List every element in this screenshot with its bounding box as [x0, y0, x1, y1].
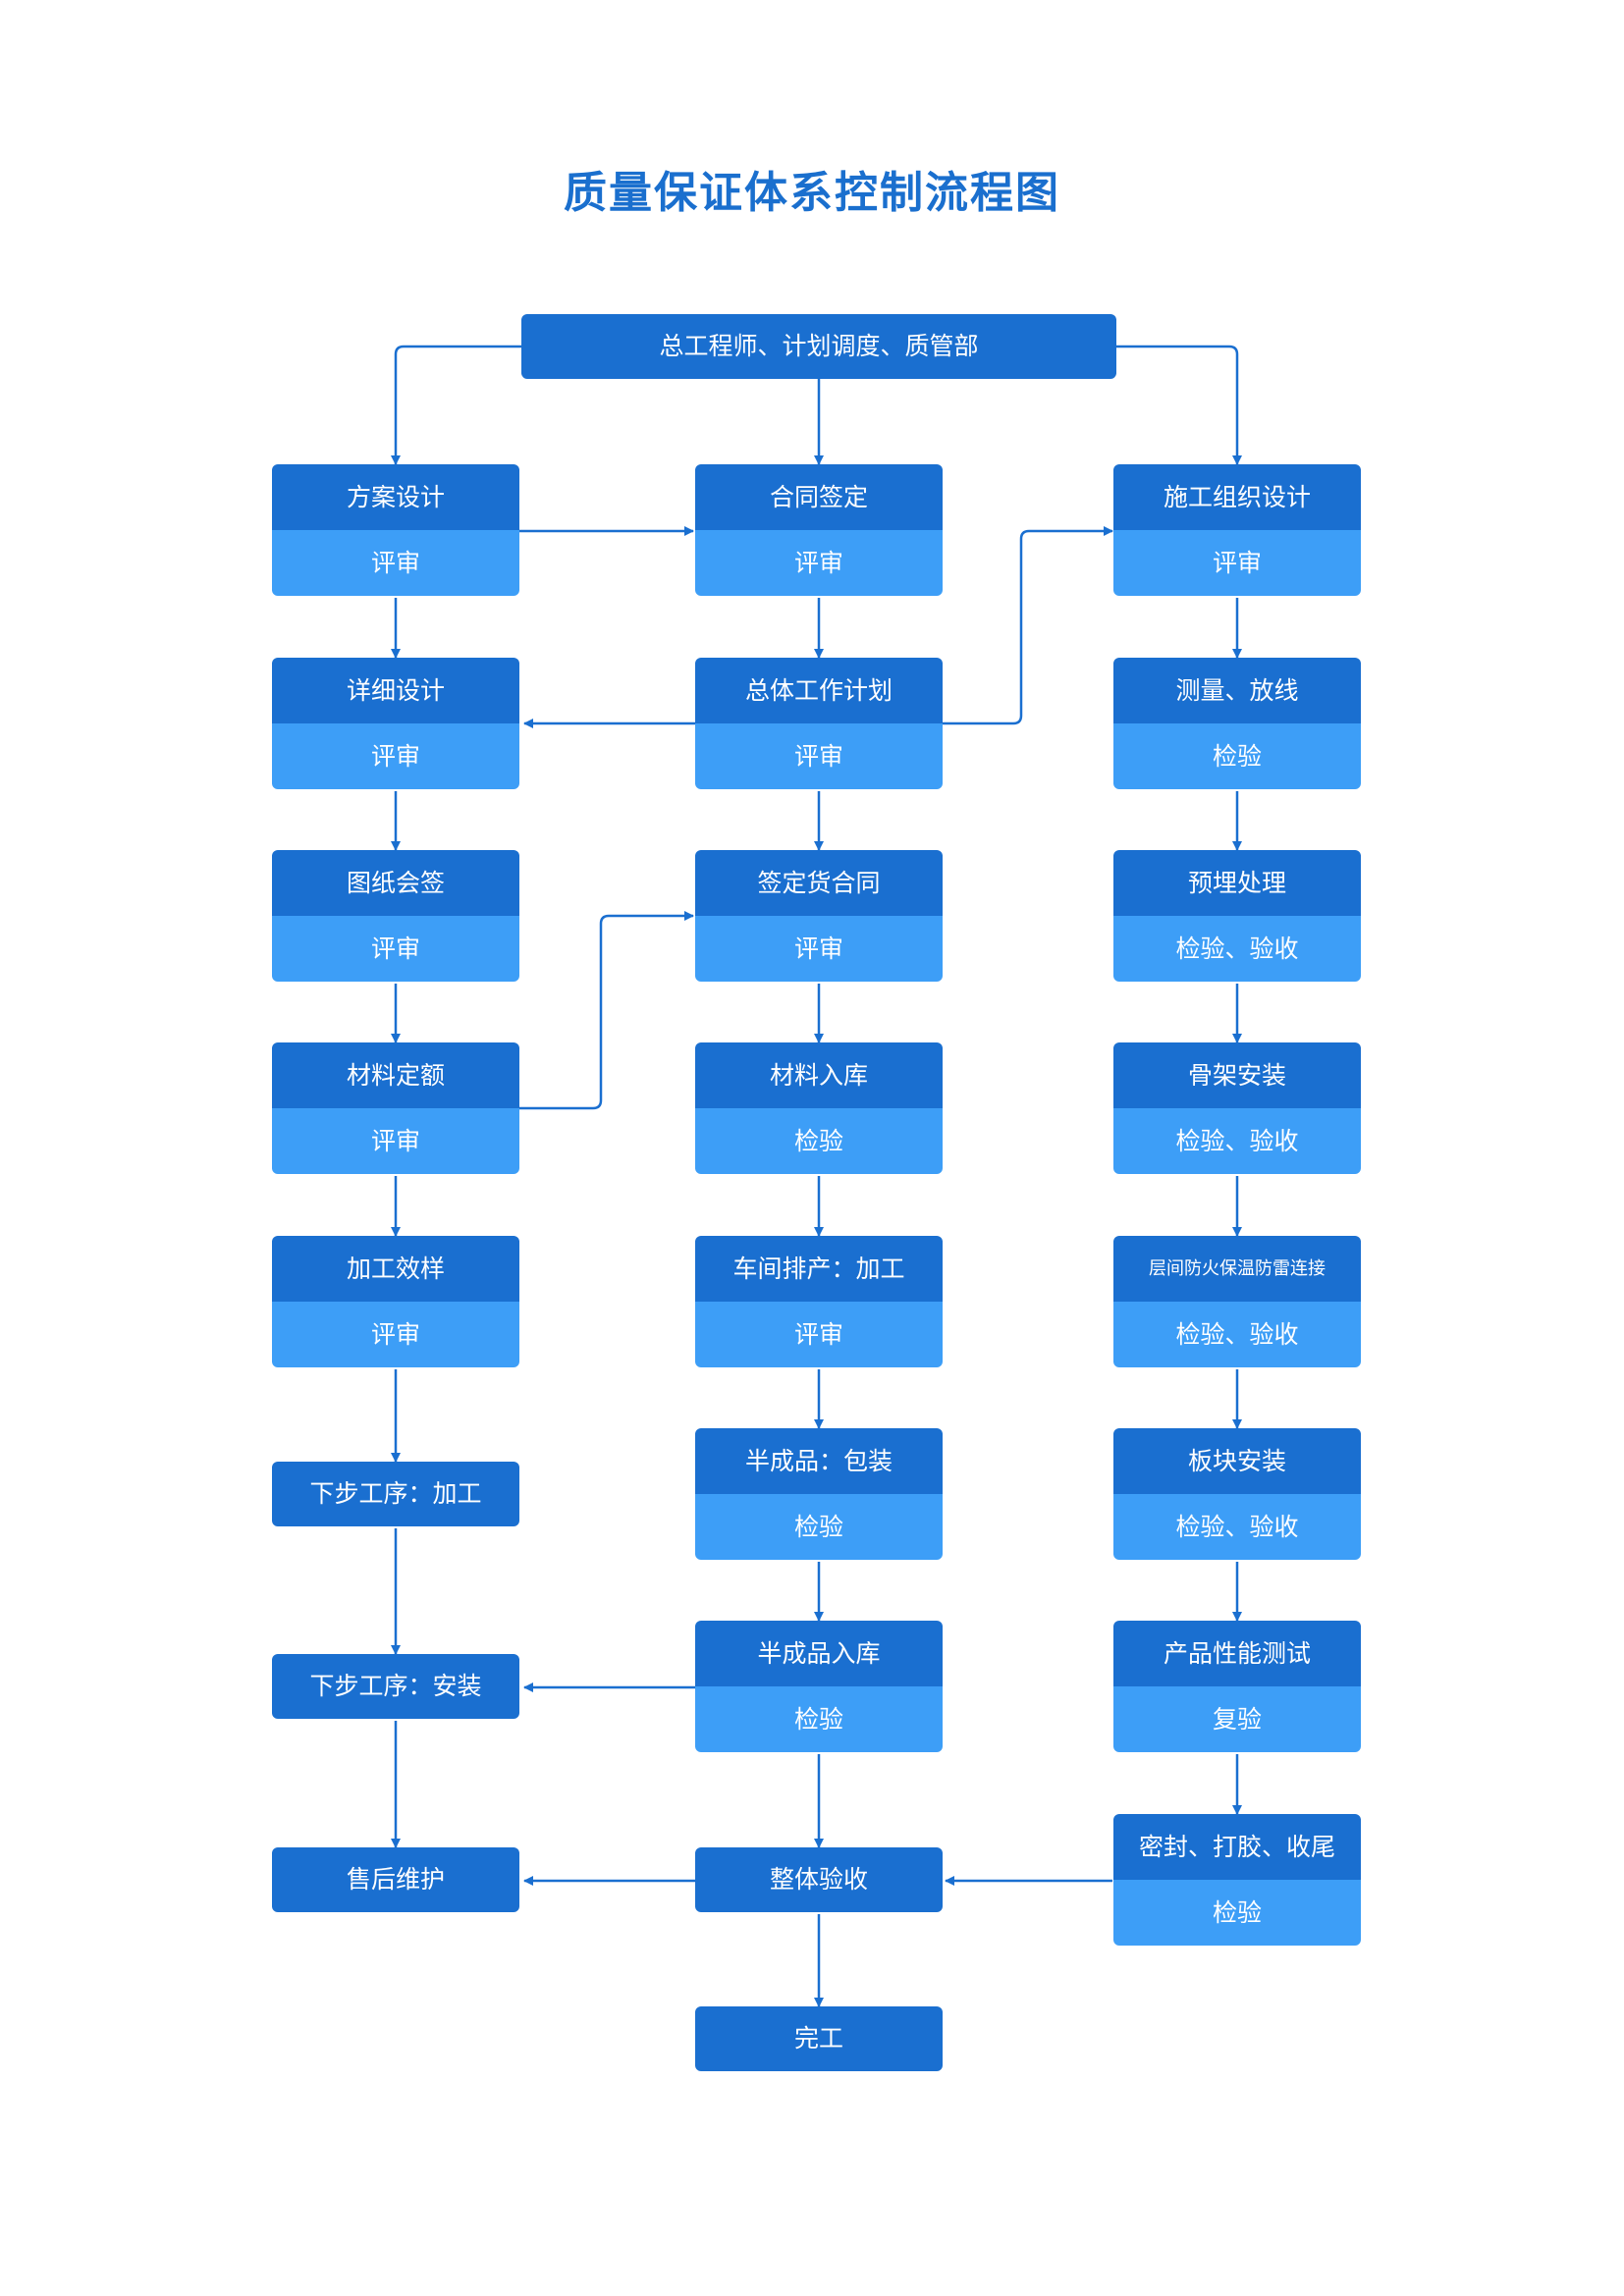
node-scheme-title: 方案设计 [272, 464, 519, 530]
node-fireproof: 层间防火保温防雷连接 检验、验收 [1113, 1236, 1361, 1367]
node-performance: 产品性能测试 复验 [1113, 1621, 1361, 1752]
node-quota: 材料定额 评审 [272, 1042, 519, 1174]
node-plan-title: 总体工作计划 [695, 658, 943, 723]
node-drawing: 图纸会签 评审 [272, 850, 519, 982]
node-scheme-sub: 评审 [272, 530, 519, 596]
node-semi-storage-sub: 检验 [695, 1686, 943, 1752]
node-scheme: 方案设计 评审 [272, 464, 519, 596]
node-contract-title: 合同签定 [695, 464, 943, 530]
node-sample: 加工效样 评审 [272, 1236, 519, 1367]
node-detail-sub: 评审 [272, 723, 519, 789]
node-overall-accept-title: 整体验收 [695, 1847, 943, 1912]
page-title: 质量保证体系控制流程图 [564, 168, 1060, 218]
node-overall-accept: 整体验收 [695, 1847, 943, 1912]
node-semi-storage-title: 半成品入库 [695, 1621, 943, 1686]
node-supply-contract-title: 签定货合同 [695, 850, 943, 916]
node-seal: 密封、打胶、收尾 检验 [1113, 1814, 1361, 1946]
node-supply-contract-sub: 评审 [695, 916, 943, 982]
node-semi-pack-sub: 检验 [695, 1494, 943, 1560]
node-quota-sub: 评审 [272, 1108, 519, 1174]
node-storage: 材料入库 检验 [695, 1042, 943, 1174]
node-complete: 完工 [695, 2006, 943, 2071]
node-panel-title: 板块安装 [1113, 1428, 1361, 1494]
node-workshop-title: 车间排产：加工 [695, 1236, 943, 1302]
node-fireproof-sub: 检验、验收 [1113, 1302, 1361, 1367]
node-frame-sub: 检验、验收 [1113, 1108, 1361, 1174]
node-next-process-title: 下步工序：加工 [272, 1462, 519, 1526]
node-semi-pack-title: 半成品：包装 [695, 1428, 943, 1494]
node-embed-title: 预埋处理 [1113, 850, 1361, 916]
node-plan-sub: 评审 [695, 723, 943, 789]
node-panel: 板块安装 检验、验收 [1113, 1428, 1361, 1560]
node-storage-sub: 检验 [695, 1108, 943, 1174]
node-performance-sub: 复验 [1113, 1686, 1361, 1752]
node-performance-title: 产品性能测试 [1113, 1621, 1361, 1686]
node-survey: 测量、放线 检验 [1113, 658, 1361, 789]
node-construction: 施工组织设计 评审 [1113, 464, 1361, 596]
node-workshop: 车间排产：加工 评审 [695, 1236, 943, 1367]
node-construction-sub: 评审 [1113, 530, 1361, 596]
node-seal-sub: 检验 [1113, 1880, 1361, 1946]
node-quota-title: 材料定额 [272, 1042, 519, 1108]
node-next-install: 下步工序：安装 [272, 1654, 519, 1719]
node-storage-title: 材料入库 [695, 1042, 943, 1108]
node-survey-title: 测量、放线 [1113, 658, 1361, 723]
node-survey-sub: 检验 [1113, 723, 1361, 789]
edge-header-scheme [391, 345, 521, 465]
node-drawing-title: 图纸会签 [272, 850, 519, 916]
node-plan: 总体工作计划 评审 [695, 658, 943, 789]
node-sample-sub: 评审 [272, 1302, 519, 1367]
node-contract: 合同签定 评审 [695, 464, 943, 596]
node-frame: 骨架安装 检验、验收 [1113, 1042, 1361, 1174]
node-complete-title: 完工 [695, 2006, 943, 2071]
node-contract-sub: 评审 [695, 530, 943, 596]
node-embed: 预埋处理 检验、验收 [1113, 850, 1361, 982]
node-detail: 详细设计 评审 [272, 658, 519, 789]
node-next-install-title: 下步工序：安装 [272, 1654, 519, 1719]
edge-plan-construction [943, 526, 1113, 725]
node-header-title: 总工程师、计划调度、质管部 [521, 314, 1116, 379]
node-drawing-sub: 评审 [272, 916, 519, 982]
node-frame-title: 骨架安装 [1113, 1042, 1361, 1108]
edge-quota-supply [519, 911, 694, 1110]
node-supply-contract: 签定货合同 评审 [695, 850, 943, 982]
node-header: 总工程师、计划调度、质管部 [521, 314, 1116, 379]
node-next-process: 下步工序：加工 [272, 1462, 519, 1526]
node-embed-sub: 检验、验收 [1113, 916, 1361, 982]
node-fireproof-title: 层间防火保温防雷连接 [1113, 1236, 1361, 1302]
node-construction-title: 施工组织设计 [1113, 464, 1361, 530]
node-aftersale: 售后维护 [272, 1847, 519, 1912]
node-semi-pack: 半成品：包装 检验 [695, 1428, 943, 1560]
node-workshop-sub: 评审 [695, 1302, 943, 1367]
node-semi-storage: 半成品入库 检验 [695, 1621, 943, 1752]
edge-header-construction [1116, 345, 1242, 465]
node-panel-sub: 检验、验收 [1113, 1494, 1361, 1560]
node-detail-title: 详细设计 [272, 658, 519, 723]
node-seal-title: 密封、打胶、收尾 [1113, 1814, 1361, 1880]
node-sample-title: 加工效样 [272, 1236, 519, 1302]
node-aftersale-title: 售后维护 [272, 1847, 519, 1912]
